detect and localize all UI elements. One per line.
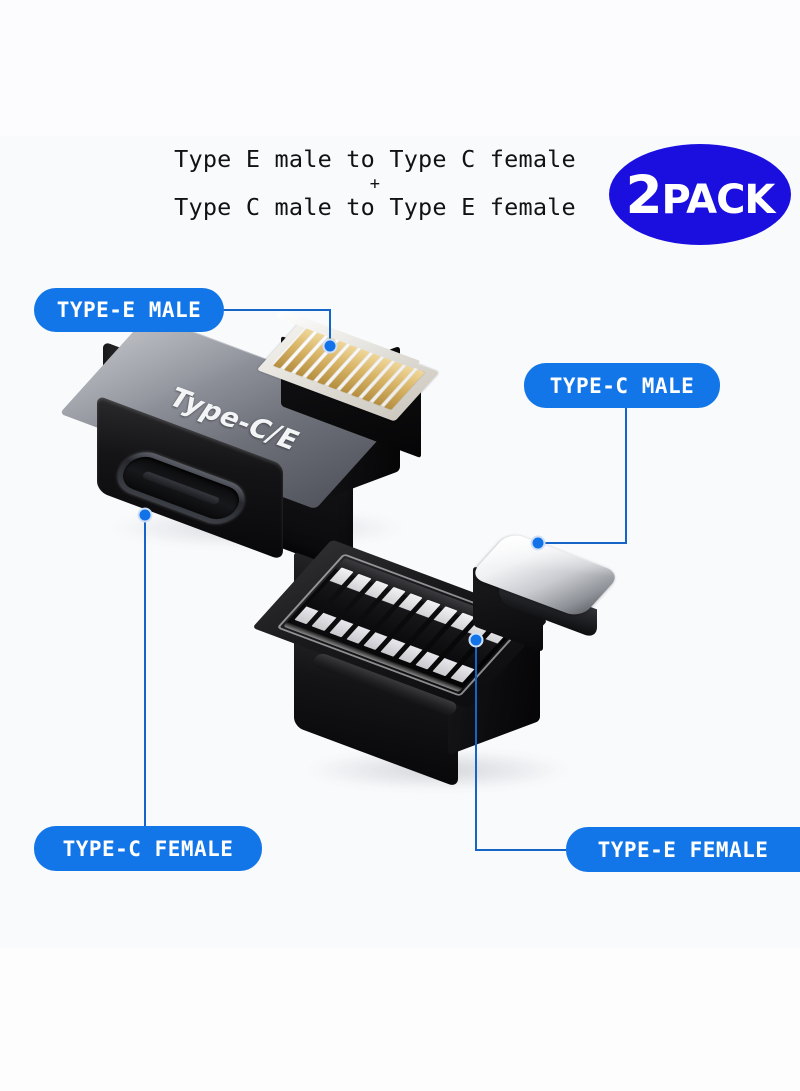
type-e-male-connector [256,309,440,459]
callout-label-type-e-male: TYPE-E MALE [34,288,224,332]
title-plus-sign: + [369,173,381,194]
title-line-1: Type E male to Type C female [174,145,576,173]
adapter-type-e-male-to-type-c-female: Type-C/E [59,309,440,578]
product-title: Type E male to Type C female + Type C ma… [140,145,610,221]
title-line-2: Type C male to Type E female [174,192,576,221]
background-band-middle [0,136,800,948]
type-c-male-plug [468,531,622,653]
pack-badge-word: PACK [661,177,775,223]
callout-label-type-c-female: TYPE-C FEMALE [34,826,262,871]
callout-label-type-c-male: TYPE-C MALE [524,363,720,408]
background-band-top [0,0,800,136]
background-band-bottom [0,948,800,1091]
pack-badge-count: 2 [625,165,663,226]
adapter-type-c-male-to-type-e-female [252,525,622,815]
callout-label-type-e-female: TYPE-E FEMALE [566,827,800,872]
usb-c-port-tongue [141,470,221,506]
